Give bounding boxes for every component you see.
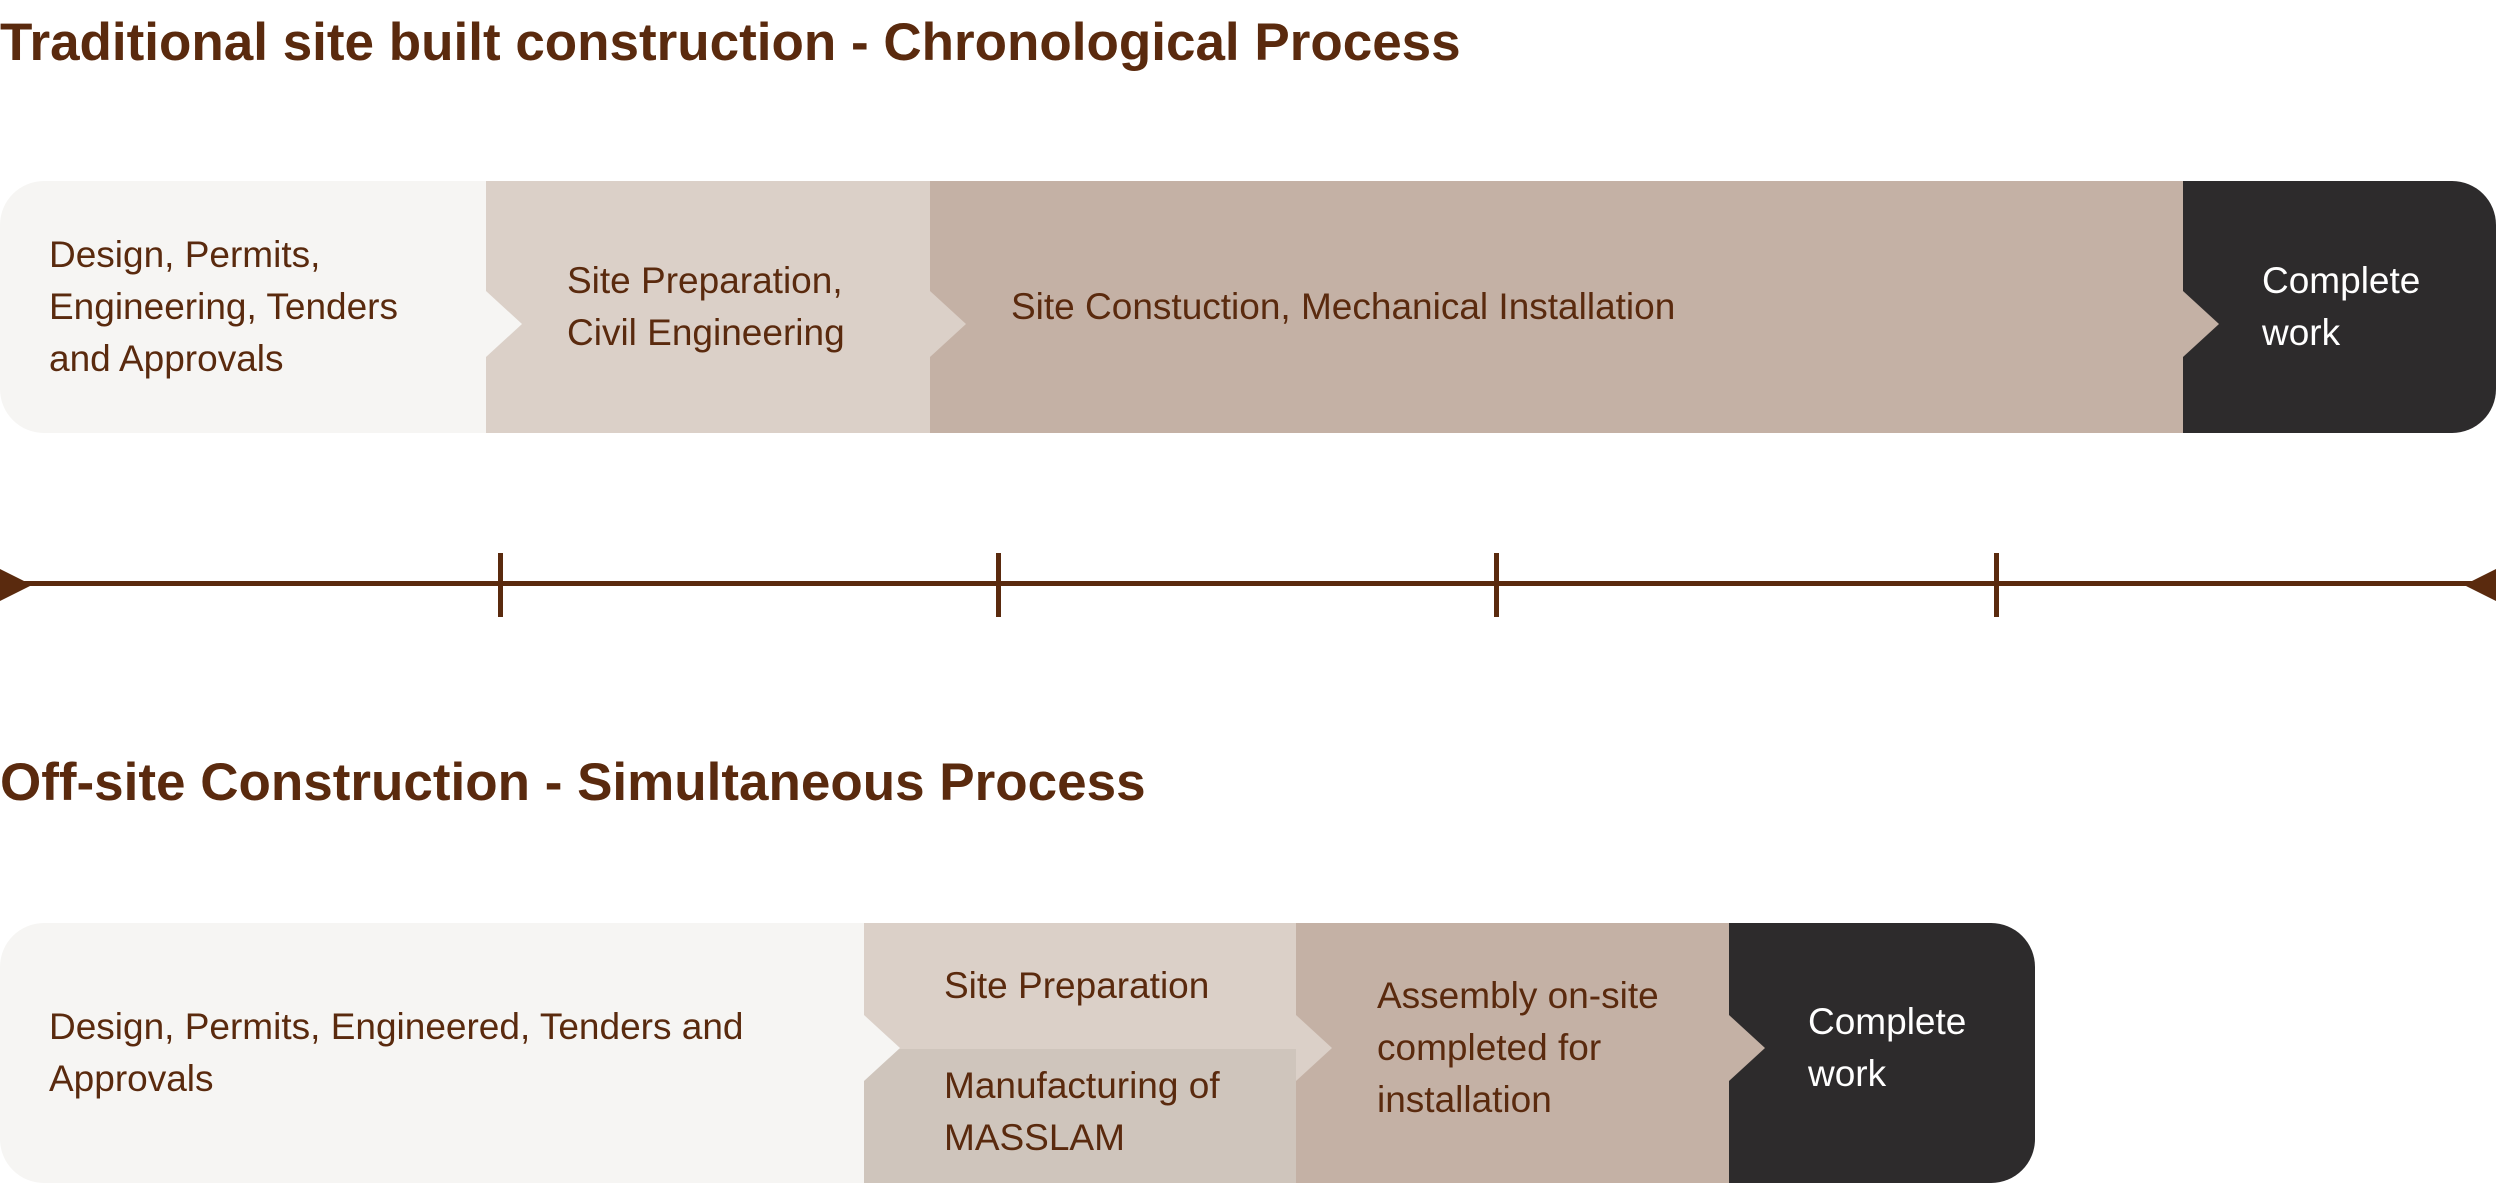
stage-site-preparation: Site Preparation (864, 923, 1296, 1049)
traditional-process-title: Traditional site built construction - Ch… (0, 13, 1461, 72)
stage-site-construction: Site Constuction, Mechanical Installatio… (930, 181, 2183, 433)
stage-design-permits: Design, Permits, Engineered, Tenders and… (0, 923, 864, 1183)
stage-label: Site Preparation (944, 965, 1210, 1006)
stage-label: Complete work (2262, 260, 2421, 353)
stage-label: Site Preparation, Civil Engineering (567, 260, 845, 353)
stage-complete-work: Complete work (1729, 923, 2035, 1183)
timeline-tick (498, 553, 503, 617)
stage-site-preparation: Site Preparation, Civil Engineering (486, 181, 930, 433)
timeline-end-arrow-icon (2464, 569, 2496, 601)
timeline-tick (1494, 553, 1499, 617)
stage-complete-work: Complete work (2183, 181, 2496, 433)
traditional-process-bar: Design, Permits, Engineering, Tenders an… (0, 181, 2496, 433)
offsite-process-bar: Design, Permits, Engineered, Tenders and… (0, 923, 2035, 1183)
stage-manufacturing-masslam: Manufacturing of MASSLAM (864, 1049, 1296, 1183)
stage-label: Design, Permits, Engineered, Tenders and… (49, 1006, 744, 1099)
stage-label: Assembly on-site completed for installat… (1377, 975, 1659, 1120)
timeline-tick (1994, 553, 1999, 617)
stage-assembly-on-site: Assembly on-site completed for installat… (1296, 923, 1729, 1183)
offsite-process-title: Off-site Construction - Simultaneous Pro… (0, 753, 1146, 812)
timeline-start-arrow-icon (0, 569, 32, 601)
stage-label: Site Constuction, Mechanical Installatio… (1011, 286, 1676, 327)
stage-label: Manufacturing of MASSLAM (944, 1065, 1220, 1158)
timeline-tick (996, 553, 1001, 617)
timeline-axis (0, 581, 2496, 586)
stage-label: Complete work (1808, 1001, 1967, 1094)
stage-design-permits: Design, Permits, Engineering, Tenders an… (0, 181, 486, 433)
stage-label: Design, Permits, Engineering, Tenders an… (49, 234, 399, 379)
